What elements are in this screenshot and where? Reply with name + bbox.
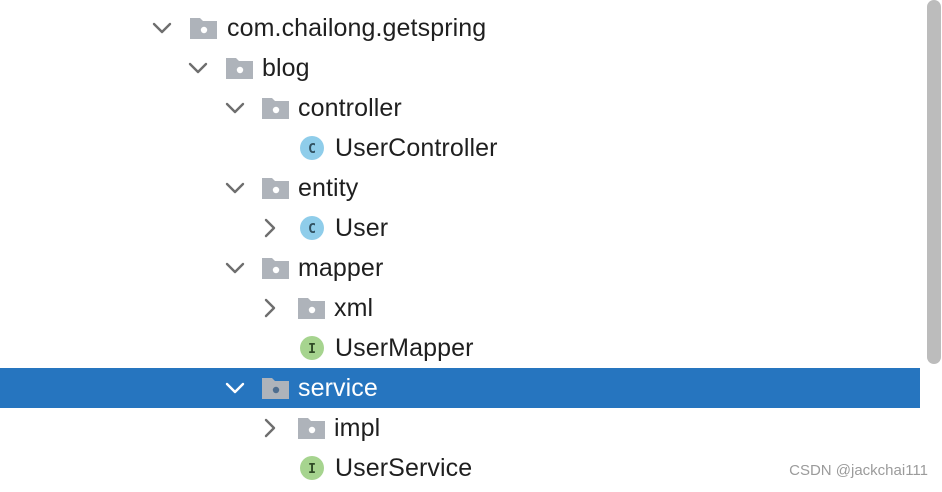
tree-row-label: com.chailong.getspring [227, 14, 487, 42]
tree-row-label: service [298, 374, 378, 402]
class-icon: C [298, 135, 328, 160]
interface-icon: I [298, 455, 328, 480]
tree-row-label: blog [262, 54, 310, 82]
package-folder-icon [297, 416, 327, 440]
interface-icon-letter: I [308, 342, 316, 357]
tree-row-userservice[interactable]: I UserService [0, 448, 920, 488]
tree-row-label: UserMapper [335, 334, 474, 362]
tree-row-label: User [335, 214, 389, 242]
package-folder-icon [261, 376, 291, 400]
package-folder-icon [225, 56, 255, 80]
tree-row-blog[interactable]: blog [0, 48, 920, 88]
class-icon-letter: C [308, 222, 316, 237]
tree-row-label: UserService [335, 454, 473, 482]
chevron-right-icon[interactable] [259, 297, 281, 319]
tree-row-label: entity [298, 174, 359, 202]
tree-row-service[interactable]: service [0, 368, 920, 408]
tree-row-mapper[interactable]: mapper [0, 248, 920, 288]
tree-row-label: mapper [298, 254, 384, 282]
tree-row-user[interactable]: C User [0, 208, 920, 248]
package-folder-icon [261, 96, 291, 120]
package-folder-icon [297, 296, 327, 320]
tree-row-label: controller [298, 94, 402, 122]
chevron-down-icon[interactable] [224, 377, 246, 399]
chevron-down-icon[interactable] [224, 257, 246, 279]
interface-icon: I [298, 335, 328, 360]
tree-row-usercontroller[interactable]: C UserController [0, 128, 920, 168]
chevron-down-icon[interactable] [178, 0, 190, 3]
watermark: CSDN @jackchai111 [789, 462, 928, 479]
interface-icon-letter: I [308, 462, 316, 477]
vertical-scrollbar[interactable] [920, 0, 942, 492]
chevron-down-icon[interactable] [224, 97, 246, 119]
scrollbar-thumb[interactable] [927, 0, 941, 364]
project-tree[interactable]: com.chailong.getspring blog controller C… [0, 0, 920, 492]
tree-row-controller[interactable]: controller [0, 88, 920, 128]
tree-row-xml[interactable]: xml [0, 288, 920, 328]
package-folder-icon [189, 16, 219, 40]
tree-row-label: UserController [335, 134, 498, 162]
tree-row-usermapper[interactable]: I UserMapper [0, 328, 920, 368]
class-icon-letter: C [308, 142, 316, 157]
package-folder-icon [261, 176, 291, 200]
chevron-right-icon[interactable] [259, 217, 281, 239]
tree-row-entity[interactable]: entity [0, 168, 920, 208]
tree-row-label: impl [334, 414, 381, 442]
tree-row-label: xml [334, 294, 374, 322]
class-icon: C [298, 215, 328, 240]
chevron-down-icon[interactable] [224, 177, 246, 199]
package-folder-icon [261, 256, 291, 280]
tree-row-com-chailong-getspring[interactable]: com.chailong.getspring [0, 8, 920, 48]
tree-row-impl[interactable]: impl [0, 408, 920, 448]
chevron-down-icon[interactable] [151, 17, 173, 39]
chevron-down-icon[interactable] [187, 57, 209, 79]
chevron-right-icon[interactable] [259, 417, 281, 439]
